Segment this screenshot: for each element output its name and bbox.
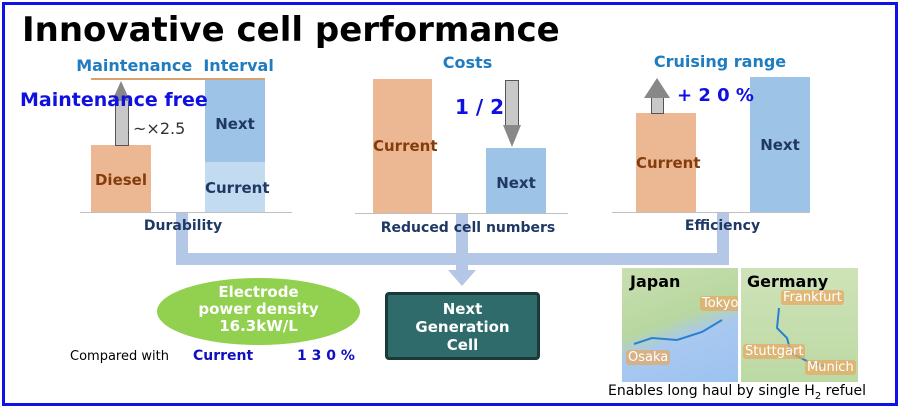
map-japan: Japan Tokyo Osaka	[622, 268, 738, 382]
route-line	[633, 319, 723, 345]
city-label: Osaka	[626, 350, 671, 365]
bar-current: Current	[205, 162, 270, 212]
ellipse-line: 16.3kW/L	[219, 317, 298, 335]
compared-percent: 1 3 0 %	[297, 348, 355, 364]
cruising-heading: Cruising range	[653, 52, 787, 71]
connector	[456, 253, 468, 271]
bar-next: Next	[486, 148, 546, 213]
arrow-down-icon-head	[503, 125, 521, 147]
connector	[717, 213, 729, 265]
half-label: 1 / 2	[455, 95, 505, 119]
arrow-up-icon-head	[112, 81, 130, 101]
cell-line: Next	[442, 300, 483, 318]
city-label: Frankfurt	[781, 290, 844, 305]
costs-heading: Costs	[442, 53, 493, 72]
durability-xlabel: Durability	[143, 218, 223, 234]
bar-current: Current	[373, 79, 438, 213]
bar-diesel: Diesel	[91, 145, 151, 212]
map-title: Germany	[747, 272, 829, 291]
durability-heading: Maintenance Interval	[76, 56, 274, 75]
bar-next: Next	[750, 77, 810, 212]
cell-line: Cell	[446, 336, 479, 354]
target-line	[91, 78, 265, 80]
maps-caption: Enables long haul by single H2 refuel	[608, 383, 866, 402]
axis	[80, 212, 292, 213]
increase-label: + 2 0 %	[677, 85, 754, 106]
arrow-up-icon	[115, 100, 129, 146]
multiplier-label: ~×2.5	[133, 119, 186, 138]
arrow-down-icon	[448, 270, 476, 286]
city-label: Tokyo	[700, 296, 738, 311]
page-title: Innovative cell performance	[22, 10, 560, 50]
next-generation-cell-image: Next Generation Cell	[385, 292, 540, 360]
axis	[612, 212, 810, 213]
bar-current: Current	[636, 113, 701, 212]
bar-next: Next	[205, 80, 265, 162]
caption-subscript: 2	[814, 390, 822, 402]
connector	[176, 253, 729, 265]
city-label: Stuttgart	[743, 344, 806, 359]
arrow-down-icon	[505, 80, 519, 126]
map-title: Japan	[630, 272, 681, 291]
map-germany: Germany Frankfurt Stuttgart Munich	[741, 268, 858, 382]
arrow-up-icon	[651, 98, 664, 114]
compared-current: Current	[193, 348, 254, 364]
connector	[176, 213, 188, 265]
city-label: Munich	[805, 360, 856, 375]
efficiency-xlabel: Efficiency	[684, 218, 761, 234]
maintenance-free-label: Maintenance free	[20, 89, 208, 111]
cell-line: Generation	[415, 318, 510, 336]
costs-xlabel: Reduced cell numbers	[380, 220, 556, 236]
arrow-up-icon-head	[644, 78, 670, 98]
compared-label: Compared with	[70, 349, 169, 364]
connector	[456, 213, 468, 265]
caption-text: Enables long haul by single H	[608, 383, 815, 399]
ellipse-line: power density	[198, 300, 319, 318]
electrode-ellipse: Electrode power density 16.3kW/L	[157, 278, 360, 345]
axis	[355, 213, 568, 214]
caption-text: refuel	[821, 383, 867, 399]
ellipse-line: Electrode	[218, 283, 299, 301]
